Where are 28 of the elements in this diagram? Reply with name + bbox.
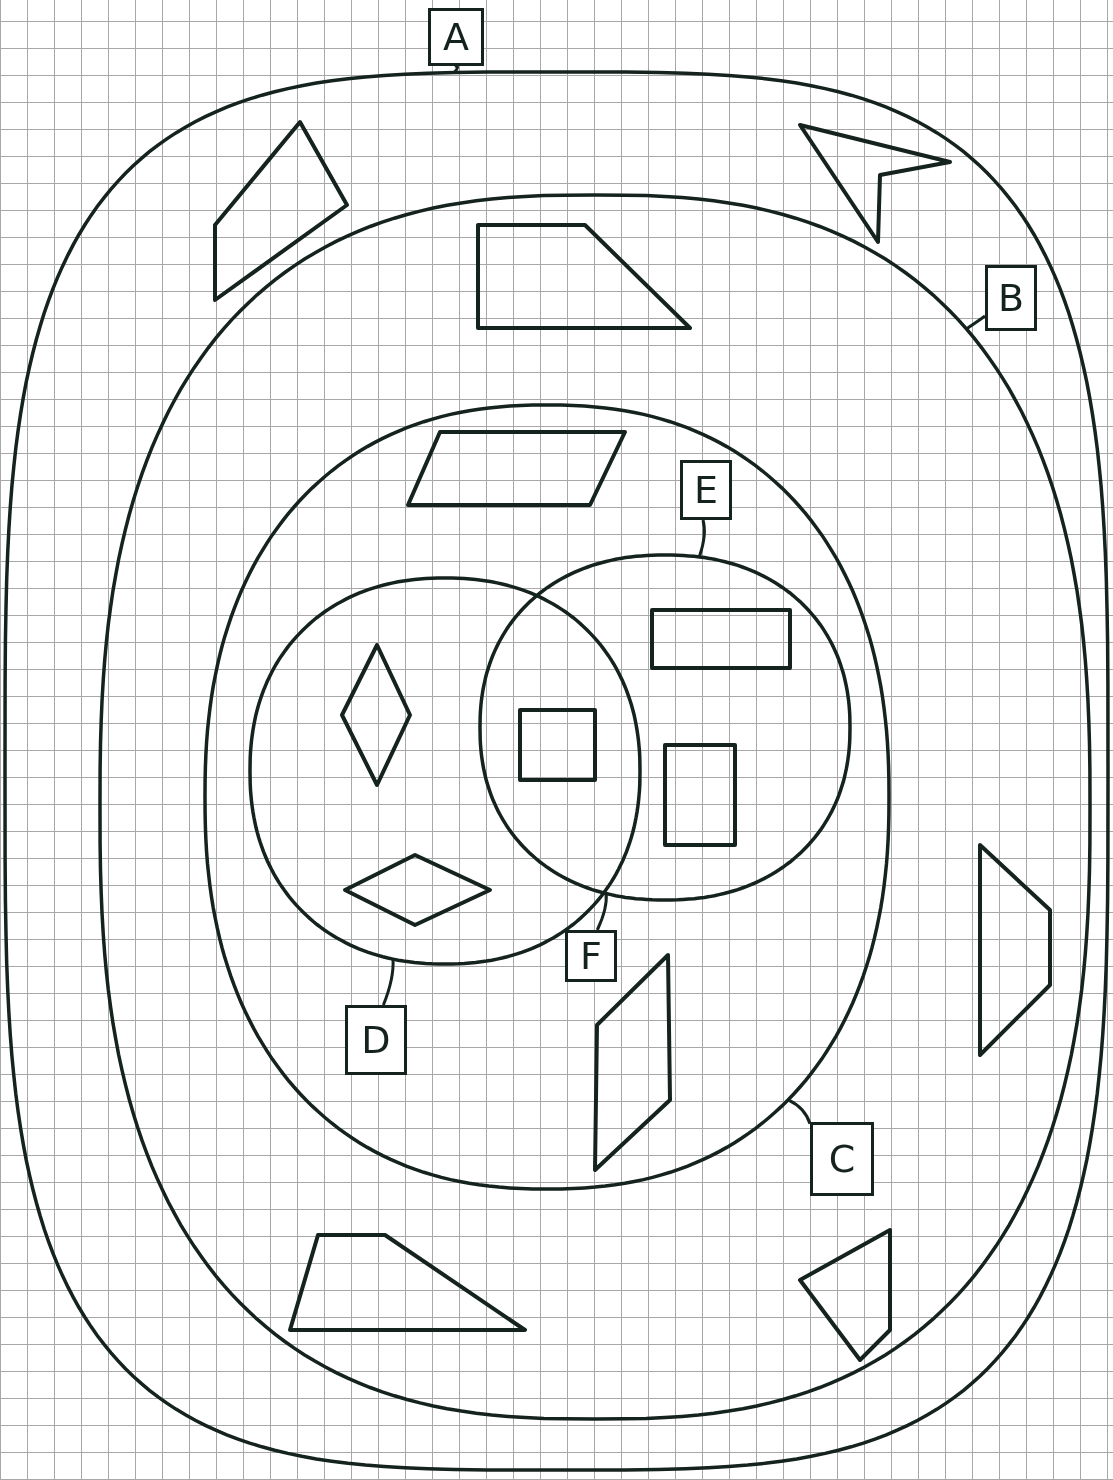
set-boundary	[100, 195, 1090, 1419]
leader-line	[787, 1098, 812, 1125]
kite-shape	[215, 122, 347, 300]
set-label: A	[428, 8, 484, 66]
leader-line	[595, 893, 608, 931]
set-boundary	[5, 72, 1108, 1470]
set-label: E	[680, 460, 732, 520]
set-boundary	[205, 405, 889, 1189]
square-shape	[520, 710, 595, 780]
set-label: B	[985, 265, 1037, 331]
rectangle-shape	[665, 745, 735, 845]
leader-line	[697, 519, 706, 558]
rectangle-shape	[652, 610, 790, 668]
trapezoid-shape	[290, 1235, 525, 1330]
set-boundary	[480, 555, 850, 900]
dart-shape	[800, 125, 950, 242]
rhombus-shape	[345, 855, 490, 925]
kite-shape	[800, 1230, 890, 1360]
leader-line	[965, 314, 986, 331]
trapezoid-shape	[980, 845, 1050, 1055]
trapezoid-shape	[478, 225, 690, 328]
rhombus-shape	[342, 645, 410, 785]
parallelogram-shape	[408, 432, 625, 505]
set-label: D	[345, 1005, 407, 1075]
set-label: C	[810, 1122, 874, 1196]
set-label: F	[565, 930, 617, 982]
leader-line	[453, 64, 459, 74]
leader-line	[382, 959, 395, 1006]
